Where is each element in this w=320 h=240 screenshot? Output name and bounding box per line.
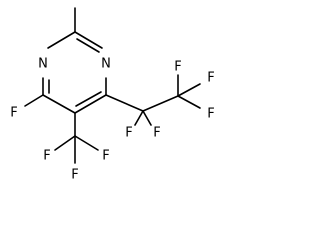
bond-c6-f — [24, 94, 44, 107]
atom-f-g: F — [207, 71, 214, 86]
atom-f-a: F — [43, 149, 50, 164]
atom-f-ring: F — [10, 106, 17, 121]
bond-cf2-f-right — [142, 110, 152, 126]
atom-f-b: F — [102, 149, 109, 164]
bond-cf2-cf3 — [142, 95, 179, 112]
bond-c5-c4 — [74, 94, 107, 114]
atom-f-h: F — [207, 107, 214, 122]
bond-c5-c4-inner — [75, 91, 102, 107]
bond-c6-c5 — [42, 94, 76, 114]
atom-n3: N — [101, 57, 111, 72]
bond-c2-n3 — [74, 31, 103, 49]
bond-c2-n1 — [47, 31, 76, 49]
bond-c2-n3-inner — [76, 38, 100, 53]
atom-n1: N — [38, 57, 48, 72]
bond-cf3-f-side — [177, 83, 201, 97]
bond-cf2-f-left — [134, 110, 144, 126]
bond-cf3-f-right — [74, 135, 99, 151]
atom-f-c: F — [71, 168, 78, 183]
bond-cf3-f-left — [54, 135, 76, 151]
atom-f-e: F — [153, 126, 160, 141]
atom-f-d: F — [125, 126, 132, 141]
chemical-structure-diagram: N N F F F F F F F F F — [10, 7, 215, 183]
bond-c4-cf2 — [105, 94, 144, 112]
bond-cf3-f-low — [177, 95, 201, 109]
atom-f-f: F — [174, 60, 181, 75]
